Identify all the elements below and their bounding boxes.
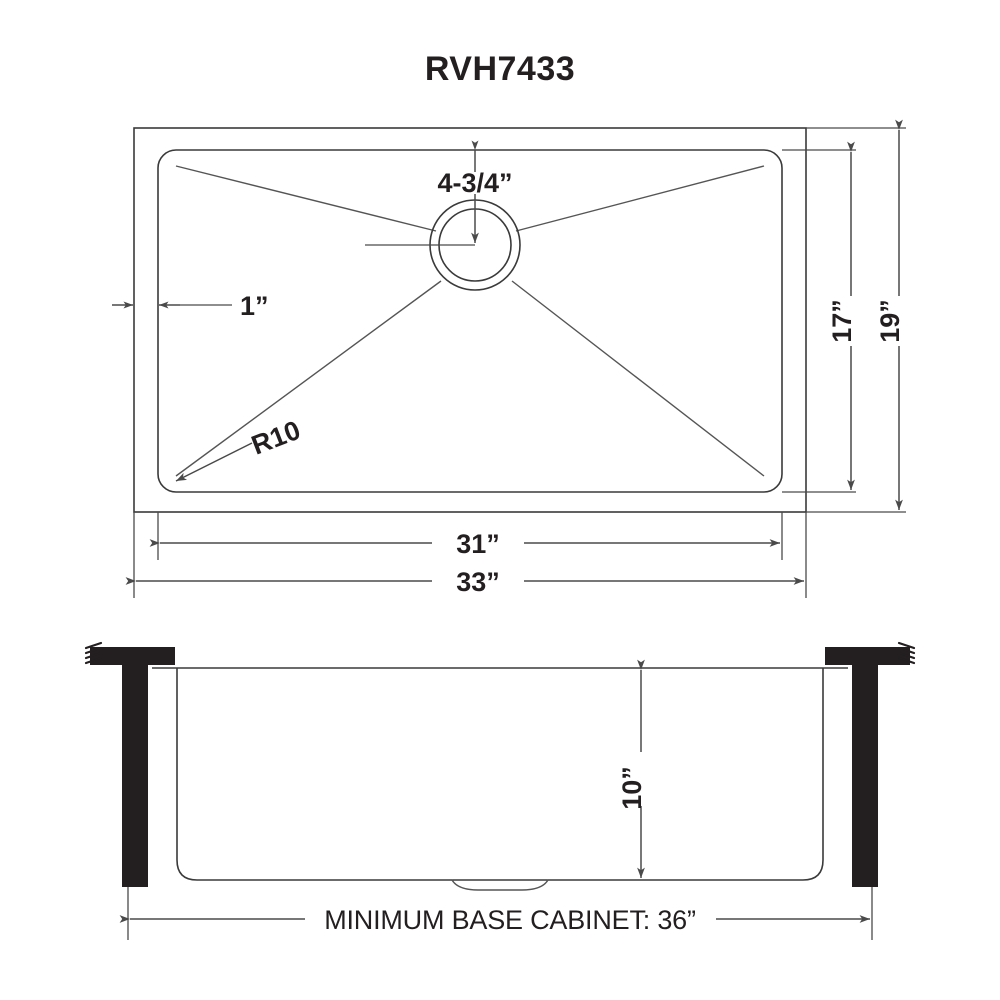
dim-inner-width-label: 31” — [456, 529, 500, 559]
dim-inner-width: 31” — [149, 512, 783, 560]
drain-bump-profile — [451, 879, 549, 891]
page-title: RVH7433 — [425, 50, 575, 88]
dim-rim-width: 1” — [112, 291, 269, 321]
dim-outer-width: 33” — [125, 512, 807, 598]
dim-inner-height: 17” — [782, 141, 857, 493]
dim-rim-width-label: 1” — [240, 291, 269, 321]
sink-inner-basin — [157, 149, 783, 493]
dim-drain-offset: 4-3/4” — [437, 140, 513, 244]
dim-outer-width-label: 33” — [456, 567, 500, 597]
sink-bowl-profile — [176, 668, 824, 881]
break-hatch-right — [897, 641, 916, 665]
countertop-left — [90, 647, 175, 665]
dim-bowl-depth: 10” — [617, 659, 647, 879]
dim-base-cabinet: MINIMUM BASE CABINET: 36” — [119, 887, 873, 940]
dim-drain-offset-label: 4-3/4” — [437, 168, 512, 198]
dim-outer-height-label: 19” — [875, 299, 905, 343]
sink-outer-rim — [133, 127, 807, 513]
dim-corner-radius: R10 — [175, 415, 304, 482]
dim-corner-radius-label: R10 — [247, 415, 304, 461]
dim-inner-height-label: 17” — [827, 299, 857, 343]
cabinet-wall-right — [852, 665, 878, 887]
cabinet-wall-left — [122, 665, 148, 887]
countertop-right — [825, 647, 910, 665]
dim-bowl-depth-label: 10” — [617, 766, 647, 810]
basin-slope-lines — [175, 165, 765, 477]
cross-section-group: 10” MINIMUM BASE CABINET: 36” — [84, 641, 916, 940]
break-hatch-left — [84, 641, 103, 665]
top-view-group: 4-3/4” 1” R10 17” — [112, 119, 906, 598]
dim-base-cabinet-label: MINIMUM BASE CABINET: 36” — [324, 905, 696, 935]
dim-outer-height: 19” — [806, 119, 906, 513]
